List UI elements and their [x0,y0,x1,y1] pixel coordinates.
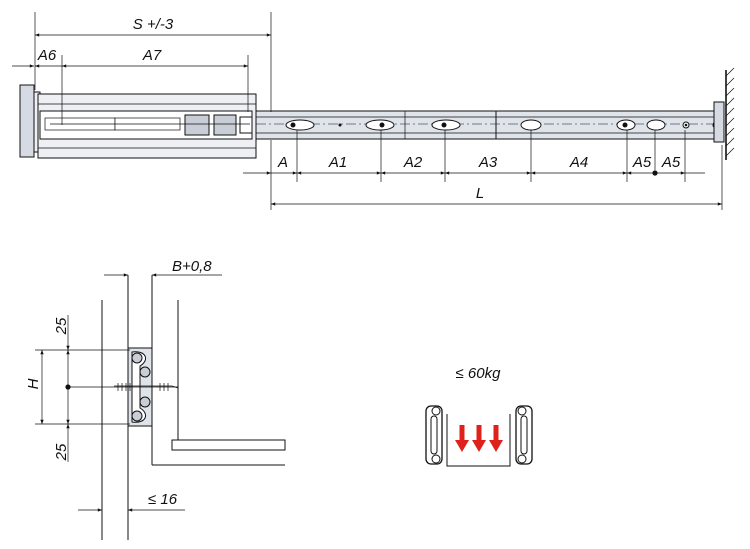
dim-a5-right-label: A5 [661,154,681,171]
section-view [35,273,286,540]
dim-16-label: ≤ 16 [148,491,178,508]
dim-a4-label: A4 [569,154,588,171]
dim-25-top-label: 25 [53,317,70,335]
ball-cage [44,114,253,136]
dim-a-label: A [277,154,288,171]
load-arrow-1 [455,425,469,452]
dim-l-label: L [476,185,484,202]
dim-25-bottom-label: 25 [53,443,70,461]
load-arrows [455,425,503,452]
dim-a2-label: A2 [403,154,423,171]
dim-a1-label: A1 [328,154,347,171]
dim-s-label: S +/-3 [133,16,174,33]
dim-h-label: H [25,378,42,389]
rear-bracket [713,101,725,143]
front-plate [19,84,35,158]
load-arrow-2 [472,425,486,452]
dim-a3-label: A3 [478,154,498,171]
load-capacity-icon [425,405,533,467]
dim-b-label: B+0,8 [172,258,212,275]
load-capacity-label: ≤ 60kg [456,365,502,382]
load-arrow-3 [489,425,503,452]
dim-a6-label: A6 [37,47,57,64]
dim-a5-left-label: A5 [632,154,652,171]
dim-a7-label: A7 [142,47,162,64]
top-view-dimensions [12,12,723,210]
rail-top-view [19,67,735,160]
